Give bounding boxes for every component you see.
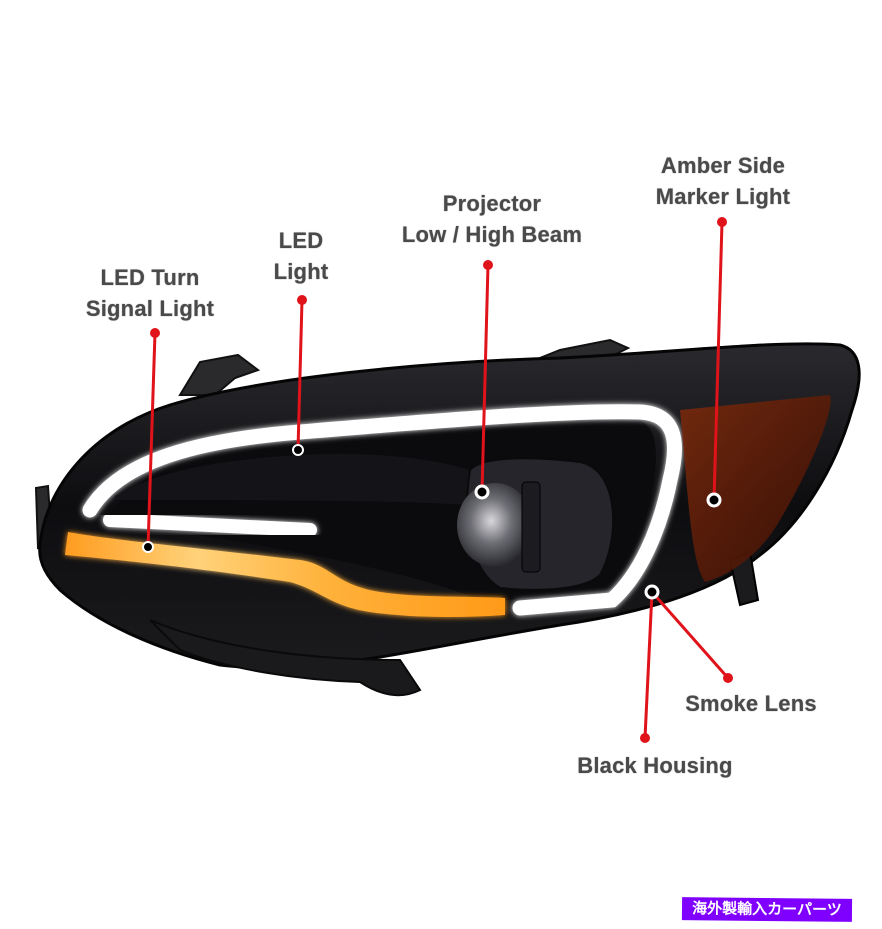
label-led-light-line1: LED: [278, 228, 324, 253]
label-side-marker: Amber Side Marker Light: [640, 150, 806, 212]
label-black-housing-line1: Black Housing: [577, 753, 733, 778]
label-projector-line2: Low / High Beam: [401, 222, 583, 247]
projector-lens: [457, 483, 533, 567]
label-turn-signal-line1: LED Turn: [100, 265, 200, 290]
drl-inner-bar: [103, 513, 317, 537]
turn-signal-strip: [65, 532, 505, 617]
drl-light-guide: [82, 404, 683, 616]
callout-side-marker: [706, 217, 727, 508]
label-led-light: LED Light: [262, 225, 340, 287]
label-smoke-lens: Smoke Lens: [670, 688, 832, 719]
callout-black-housing: [640, 584, 660, 743]
label-projector-line1: Projector: [442, 191, 542, 216]
label-smoke-lens-line1: Smoke Lens: [685, 691, 817, 716]
side-marker-lens: [680, 395, 831, 582]
projector-bracket: [521, 481, 541, 573]
callout-smoke-lens: [650, 591, 733, 683]
housing-base: [149, 619, 422, 697]
label-turn-signal-line2: Signal Light: [85, 296, 215, 321]
callout-turn-signal: [142, 328, 160, 553]
watermark-badge: 海外製輸入カーパーツ: [681, 897, 853, 922]
label-black-housing: Black Housing: [562, 750, 748, 781]
label-side-marker-line2: Marker Light: [655, 184, 791, 209]
label-projector: Projector Low / High Beam: [372, 188, 612, 250]
callout-projector: [474, 260, 493, 500]
callout-led-light: [292, 295, 307, 456]
label-turn-signal: LED Turn Signal Light: [66, 262, 234, 324]
drl-inner-shadow: [115, 453, 470, 505]
label-side-marker-line1: Amber Side: [660, 153, 786, 178]
label-led-light-line2: Light: [273, 259, 329, 284]
